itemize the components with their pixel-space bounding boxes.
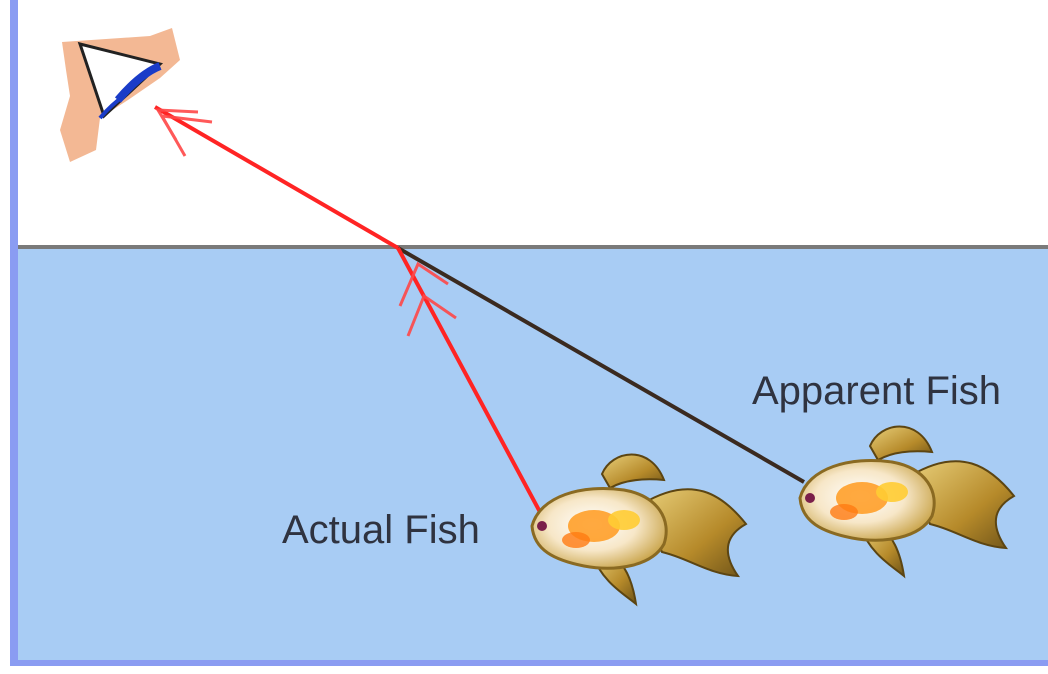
apparent-ray-line xyxy=(397,246,805,484)
tank-bottom-wall xyxy=(10,660,1048,666)
real-ray-in-air xyxy=(153,105,400,250)
real-ray-underwater xyxy=(396,247,542,513)
arrowhead-underwater xyxy=(398,261,457,337)
actual-fish-label: Actual Fish xyxy=(282,508,480,552)
observer-eye-icon xyxy=(60,28,180,162)
arrowhead-air xyxy=(155,108,213,157)
apparent-fish-label: Apparent Fish xyxy=(752,369,1001,413)
apparent-fish-icon xyxy=(798,425,1016,579)
tank-left-wall xyxy=(10,0,18,666)
actual-fish-icon xyxy=(530,453,748,607)
